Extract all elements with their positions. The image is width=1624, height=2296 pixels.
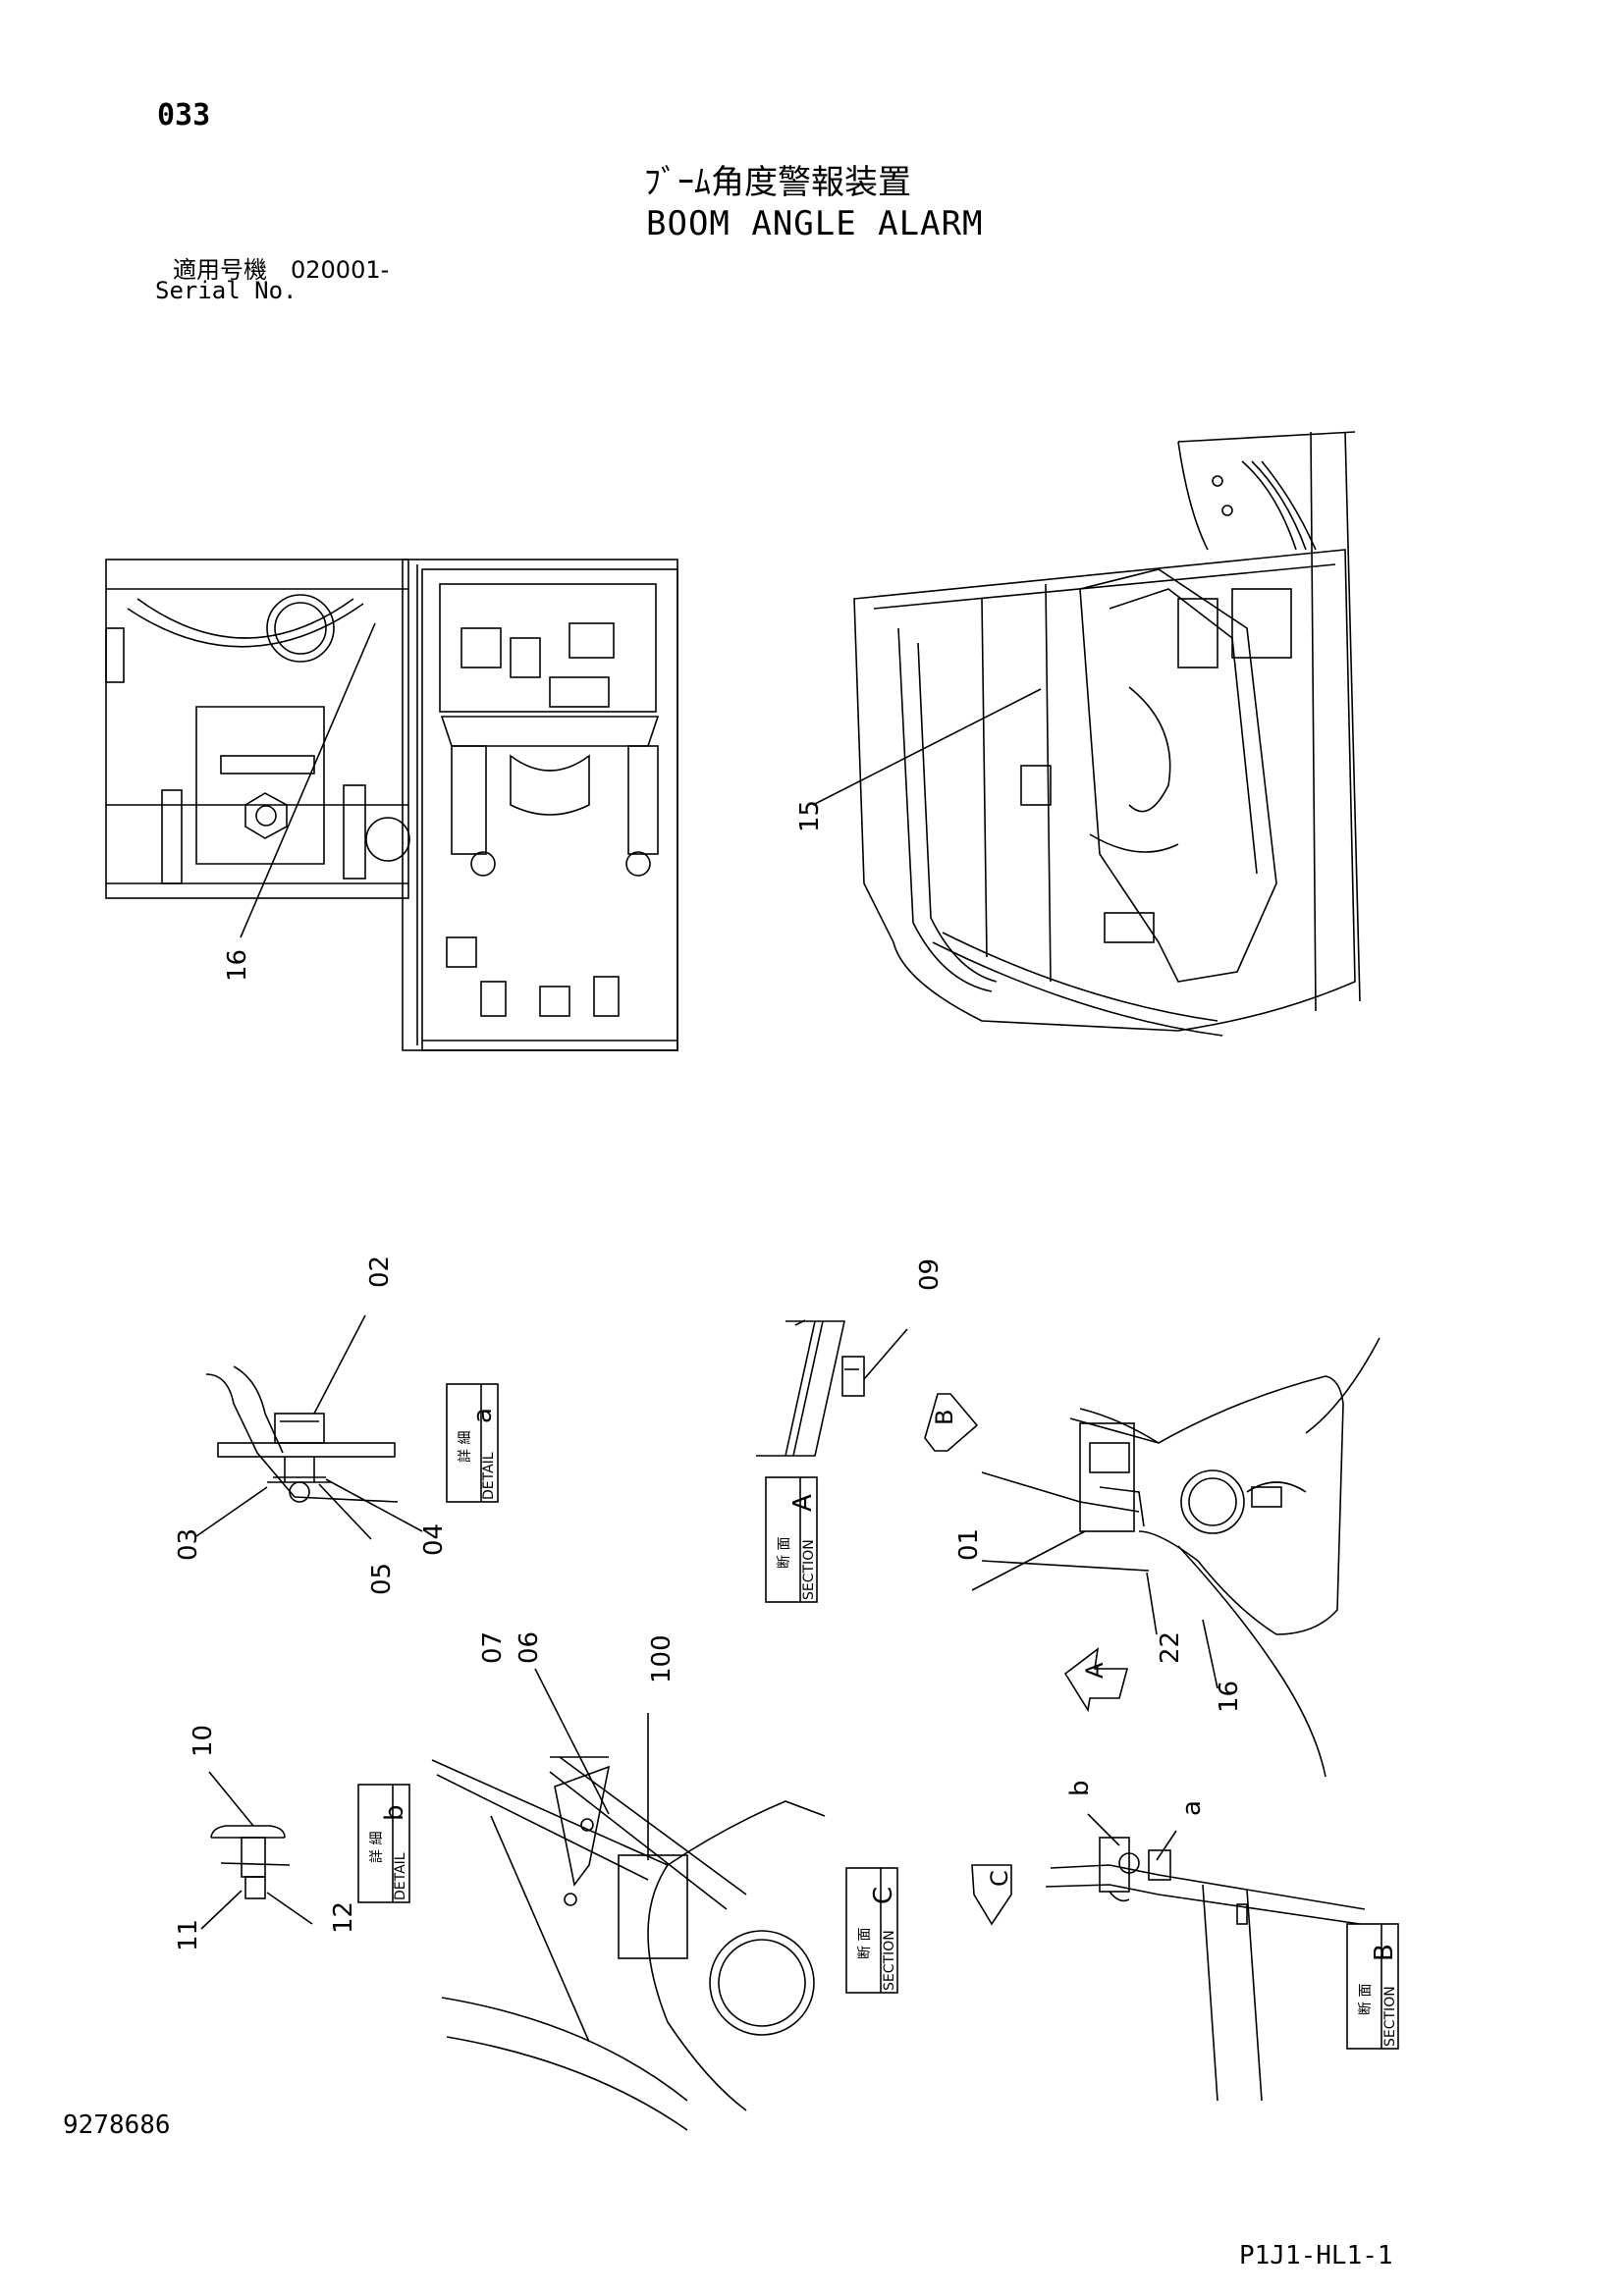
svg-text:A: A — [788, 1494, 818, 1512]
svg-text:詳 細: 詳 細 — [458, 1431, 473, 1463]
callout-07: 07 — [478, 1631, 508, 1664]
callout-16-bottom: 16 — [1215, 1681, 1244, 1713]
arrow-b-label: B — [931, 1410, 958, 1425]
svg-text:b: b — [380, 1804, 409, 1821]
svg-text:断 面: 断 面 — [1358, 1984, 1374, 2015]
callout-12: 12 — [329, 1901, 358, 1934]
svg-text:DETAIL: DETAIL — [481, 1452, 497, 1500]
section-a-view — [756, 1319, 865, 1457]
callouts: 16 15 02 03 05 04 09 01 22 16 07 06 100 … — [174, 800, 1244, 1951]
callout-06: 06 — [514, 1631, 544, 1664]
callout-09: 09 — [915, 1258, 945, 1291]
top-right-view — [853, 431, 1361, 1037]
svg-text:断 面: 断 面 — [857, 1928, 873, 1959]
detail-a-label: 詳 細 DETAIL a — [446, 1383, 499, 1503]
svg-text:SECTION: SECTION — [1382, 1986, 1398, 2047]
callout-05: 05 — [367, 1563, 397, 1595]
callout-100: 100 — [647, 1634, 677, 1683]
svg-text:詳 細: 詳 細 — [369, 1832, 385, 1863]
title-japanese: ﾌﾞｰﾑ角度警報装置 — [644, 163, 911, 202]
callout-01: 01 — [954, 1528, 984, 1561]
view-arrow-c: C — [971, 1864, 1013, 1926]
view-arrow-b: B — [924, 1393, 979, 1452]
document-id: 9278686 — [63, 2110, 171, 2140]
section-c-label: 断 面 SECTION C — [845, 1867, 898, 1994]
section-a-label: 断 面 SECTION A — [765, 1476, 818, 1603]
svg-text:C: C — [869, 1887, 898, 1904]
section-b-label: 断 面 SECTION B — [1346, 1923, 1399, 2050]
svg-text:DETAIL: DETAIL — [393, 1852, 408, 1900]
callout-11: 11 — [174, 1919, 203, 1951]
svg-text:断 面: 断 面 — [777, 1537, 792, 1569]
arrow-c-label: C — [986, 1870, 1013, 1887]
top-left-view — [105, 559, 678, 1051]
svg-text:SECTION: SECTION — [882, 1930, 897, 1991]
callout-b: b — [1065, 1780, 1095, 1796]
detail-a-view — [205, 1365, 399, 1503]
section-c-view — [431, 1756, 826, 2131]
callout-03: 03 — [174, 1528, 203, 1561]
callout-10: 10 — [189, 1725, 218, 1757]
title-english: BOOM ANGLE ALARM — [646, 204, 984, 243]
callout-15: 15 — [795, 800, 825, 832]
svg-text:B: B — [1370, 1944, 1399, 1961]
detail-b-label: 詳 細 DETAIL b — [357, 1784, 410, 1903]
callout-02: 02 — [365, 1255, 395, 1288]
section-b-lower-view — [1045, 1837, 1366, 2102]
callout-16-top: 16 — [223, 949, 252, 982]
page-number: 033 — [157, 98, 211, 133]
svg-text:SECTION: SECTION — [801, 1539, 817, 1600]
callout-04: 04 — [419, 1523, 449, 1556]
arrow-a-label: A — [1081, 1662, 1109, 1679]
svg-text:a: a — [468, 1408, 498, 1423]
sheet-code: P1J1-HL1-1 — [1239, 2241, 1393, 2270]
view-arrow-a: A — [1063, 1647, 1129, 1713]
section-b-view — [981, 1337, 1380, 1778]
detail-b-view — [210, 1825, 291, 1899]
serial-label-english: Serial No. — [155, 277, 298, 304]
callout-a: a — [1177, 1800, 1207, 1816]
serial-label-japanese: 適用号機 020001- — [173, 256, 390, 284]
callout-22: 22 — [1156, 1631, 1185, 1664]
